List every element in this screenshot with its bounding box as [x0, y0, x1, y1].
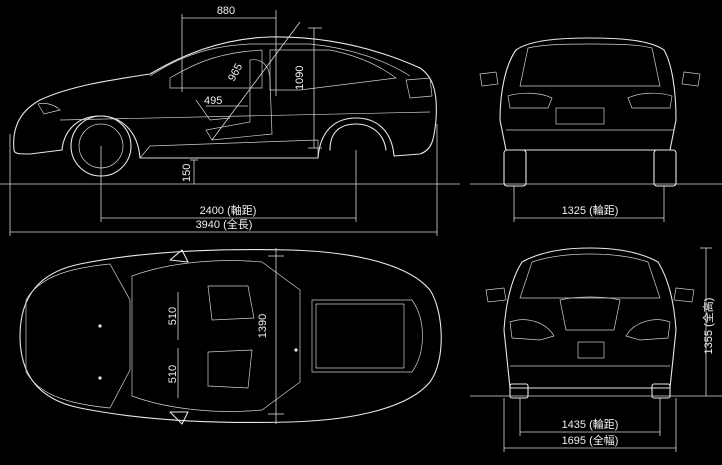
cabin-width-label: 1390	[257, 314, 269, 338]
dim-150-label: 150	[181, 164, 193, 182]
dim-1090-label: 1090	[294, 66, 306, 90]
seat-width-front-label: 510	[167, 307, 179, 325]
front-view-drawing	[470, 247, 722, 452]
seat-width-rear-label: 510	[167, 365, 179, 383]
dim-880-label: 880	[217, 5, 235, 17]
top-view-drawing	[19, 248, 442, 425]
dim-495-label: 495	[204, 95, 222, 107]
rear-view-drawing	[470, 37, 722, 222]
overall-width-label: 1695 (全幅)	[562, 433, 619, 447]
wheelbase-label: 2400 (軸距)	[200, 203, 257, 217]
overall-length-label: 3940 (全長)	[196, 217, 253, 231]
side-view-drawing	[0, 10, 460, 236]
front-track-label: 1435 (輪距)	[562, 417, 619, 431]
overall-height-label: 1355 (全高)	[701, 298, 715, 355]
rear-track-label: 1325 (輪距)	[562, 203, 619, 217]
dim-965-label: 965	[226, 62, 245, 84]
